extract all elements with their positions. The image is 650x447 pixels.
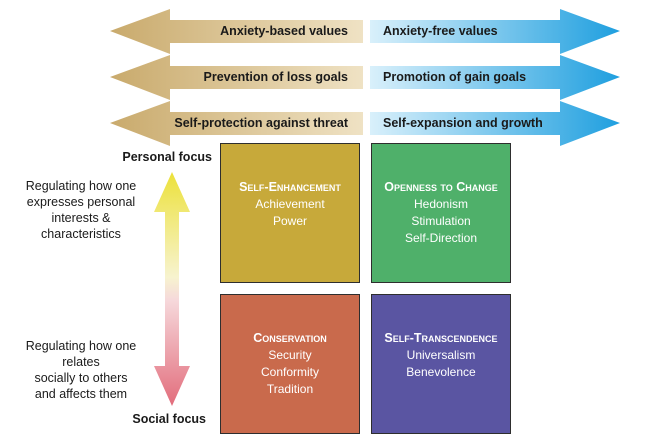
social-focus-label: Social focus (132, 412, 206, 426)
regulating-social-line: Regulating how one (25, 339, 137, 353)
quadrant-item: Tradition (266, 382, 314, 396)
regulating-social-line: and affects them (34, 387, 128, 401)
right-arrow-label-2: Promotion of gain goals (383, 70, 527, 84)
regulating-personal-line: expresses personal (26, 195, 136, 209)
conservation-quadrant: Conservation Security Conformity Traditi… (220, 294, 360, 434)
left-arrow-label-2: Prevention of loss goals (203, 70, 348, 84)
regulating-social-text: Regulating how one relates socially to o… (6, 338, 156, 402)
left-arrow-label-3: Self-protection against threat (174, 116, 348, 130)
quadrant-item: Stimulation (411, 214, 471, 228)
right-arrow-label-3: Self-expansion and growth (383, 116, 543, 130)
regulating-social-line: relates (62, 355, 100, 369)
regulating-personal-line: interests & (51, 211, 111, 225)
self-transcendence-quadrant: Self-Transcendence Universalism Benevole… (371, 294, 511, 434)
left-arrow-label-1: Anxiety-based values (220, 24, 348, 38)
quadrant-title: Conservation (253, 331, 327, 345)
openness-to-change-quadrant: Openness to Change Hedonism Stimulation … (371, 143, 511, 283)
self-enhancement-quadrant: Self-Enhancement Achievement Power (220, 143, 360, 283)
quadrant-title: Openness to Change (384, 180, 498, 194)
regulating-personal-line: Regulating how one (25, 179, 137, 193)
regulating-social-line: socially to others (34, 371, 128, 385)
quadrant-item: Conformity (260, 365, 319, 379)
quadrant-item: Hedonism (413, 197, 469, 211)
left-arrow-1 (110, 9, 363, 54)
regulating-personal-line: characteristics (41, 227, 121, 241)
regulating-personal-text: Regulating how one expresses personal in… (6, 178, 156, 242)
horizontal-arrows (110, 9, 620, 146)
personal-focus-label: Personal focus (122, 150, 212, 164)
left-arrow-2 (110, 55, 363, 100)
vertical-double-arrow (154, 172, 190, 406)
quadrant-title: Self-Transcendence (384, 331, 498, 345)
right-arrow-3 (370, 101, 620, 146)
quadrant-title: Self-Enhancement (239, 180, 341, 194)
right-arrow-1 (370, 9, 620, 54)
quadrant-item: Universalism (406, 348, 476, 362)
quadrant-item: Self-Direction (404, 231, 478, 245)
quadrant-item: Achievement (255, 197, 325, 211)
quadrant-item: Security (268, 348, 312, 362)
right-arrow-2 (370, 55, 620, 100)
quadrant-item: Benevolence (406, 365, 476, 379)
left-arrow-3 (110, 101, 363, 146)
right-arrow-label-1: Anxiety-free values (383, 24, 498, 38)
quadrant-item: Power (272, 214, 307, 228)
